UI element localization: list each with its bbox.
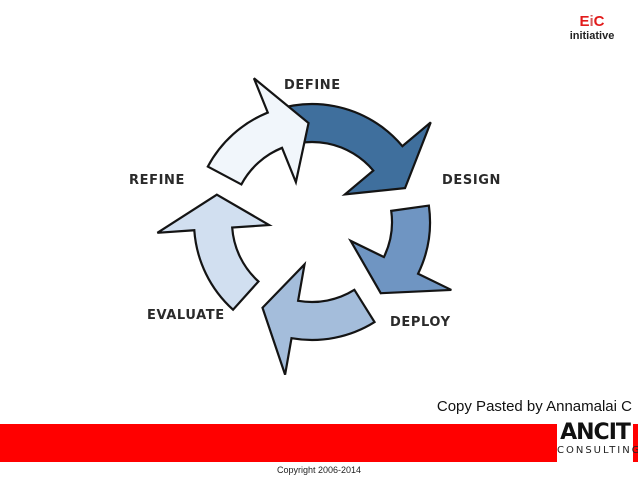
eic-logo: EiC initiative: [552, 14, 632, 43]
stage-label-design: DESIGN: [442, 173, 502, 188]
ancit-logo-name: ANCIT: [560, 420, 631, 445]
credit-text: Copy Pasted by Annamalai C: [436, 398, 632, 415]
cycle-arrow-deploy: [261, 261, 377, 375]
stage-label-define: DEFINE: [284, 78, 341, 93]
eic-logo-letter-e: E: [579, 13, 590, 30]
eic-logo-subtitle: initiative: [569, 30, 615, 42]
stage-label-evaluate: EVALUATE: [147, 308, 225, 323]
cycle-arrow-design: [347, 204, 452, 295]
stage-label-refine: REFINE: [129, 173, 185, 188]
stage-label-deploy: DEPLOY: [390, 315, 451, 330]
eic-logo-mark: EiC: [552, 14, 632, 30]
eic-logo-letter-c: C: [593, 13, 605, 30]
cycle-arrow-refine: [206, 77, 310, 186]
ancit-logo-subtitle: CONSULTING: [557, 445, 638, 456]
eic-logo-letter-i: i: [589, 13, 594, 30]
copyright-text: Copyright 2006-2014: [276, 465, 362, 475]
cycle-arrow-evaluate: [156, 193, 273, 312]
footer-band: [0, 424, 638, 462]
ancit-logo: ANCIT CONSULTING: [557, 419, 638, 463]
